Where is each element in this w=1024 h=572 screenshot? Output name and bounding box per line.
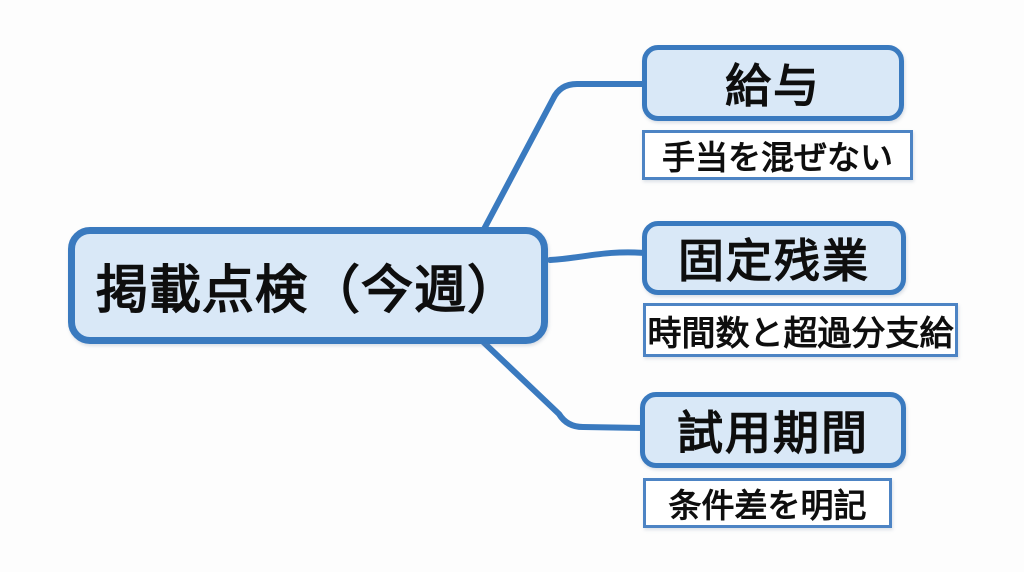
branch-note-fixed-overtime: 時間数と超過分支給 xyxy=(643,303,958,357)
branch-note-label: 条件差を明記 xyxy=(668,487,867,524)
branch-note-trial-period: 条件差を明記 xyxy=(643,478,892,528)
branch-note-salary: 手当を混ぜない xyxy=(642,130,913,180)
connector-bottom-branch xyxy=(476,335,647,431)
branch-note-label: 時間数と超過分支給 xyxy=(647,314,954,353)
connector-top-branch xyxy=(480,81,648,234)
branch-node-label: 試用期間 xyxy=(677,407,869,459)
root-node-label: 掲載点検（今週） xyxy=(95,262,520,320)
branch-node-trial-period: 試用期間 xyxy=(640,392,906,468)
branch-node-fixed-overtime: 固定残業 xyxy=(642,221,906,295)
branch-node-label: 給与 xyxy=(725,60,821,112)
branch-node-label: 固定残業 xyxy=(678,235,870,287)
connector-middle-branch xyxy=(547,249,649,263)
root-node: 掲載点検（今週） xyxy=(68,227,548,344)
branch-node-salary: 給与 xyxy=(642,45,904,121)
branch-note-label: 手当を混ぜない xyxy=(662,139,893,176)
